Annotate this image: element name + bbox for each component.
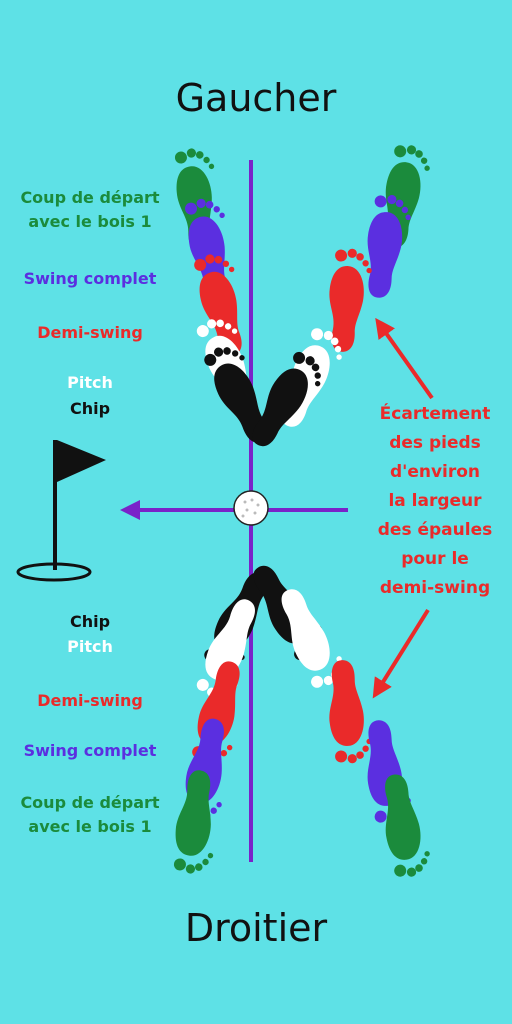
label-chip-bottom: Chip (69, 612, 111, 631)
stance-width-note: Écartement des pieds d'environ la largeu… (360, 400, 510, 603)
footprint-demiswing-bottom-right (325, 658, 374, 765)
title-gaucher: Gaucher (175, 76, 337, 120)
label-pitch-top: Pitch (67, 373, 113, 392)
label-pitch-bottom: Pitch (67, 637, 113, 656)
footprint-tee-bottom-right (377, 771, 433, 880)
flag-icon (16, 440, 106, 582)
note-line: des pieds (389, 433, 481, 453)
footprint-demiswing-top-right (325, 247, 374, 354)
label-chip-top: Chip (69, 399, 111, 418)
label-tee-line1: Coup de départ (20, 793, 160, 812)
note-arrow-down (372, 608, 430, 699)
note-arrow-up (375, 317, 434, 400)
label-demiswing-top: Demi-swing (37, 323, 143, 342)
label-swing-bottom: Swing complet (23, 741, 157, 760)
label-tee-line1: Coup de départ (20, 188, 160, 207)
label-tee-top: Coup de départ avec le bois 1 (0, 186, 180, 234)
label-tee-line2: avec le bois 1 (28, 212, 152, 231)
golf-ball-icon (233, 490, 269, 526)
note-line: des épaules (377, 520, 493, 540)
note-line: d'environ (389, 462, 481, 482)
label-tee-bottom: Coup de départ avec le bois 1 (0, 791, 180, 839)
title-droitier: Droitier (184, 906, 328, 950)
footprint-swing-top-right (361, 192, 413, 301)
note-line: pour le (401, 549, 469, 569)
note-line: la largeur (388, 491, 482, 511)
label-swing-top: Swing complet (23, 269, 157, 288)
label-tee-line2: avec le bois 1 (28, 817, 152, 836)
label-demiswing-bottom: Demi-swing (37, 691, 143, 710)
note-line: Écartement (379, 404, 491, 424)
note-line: demi-swing (379, 578, 491, 598)
